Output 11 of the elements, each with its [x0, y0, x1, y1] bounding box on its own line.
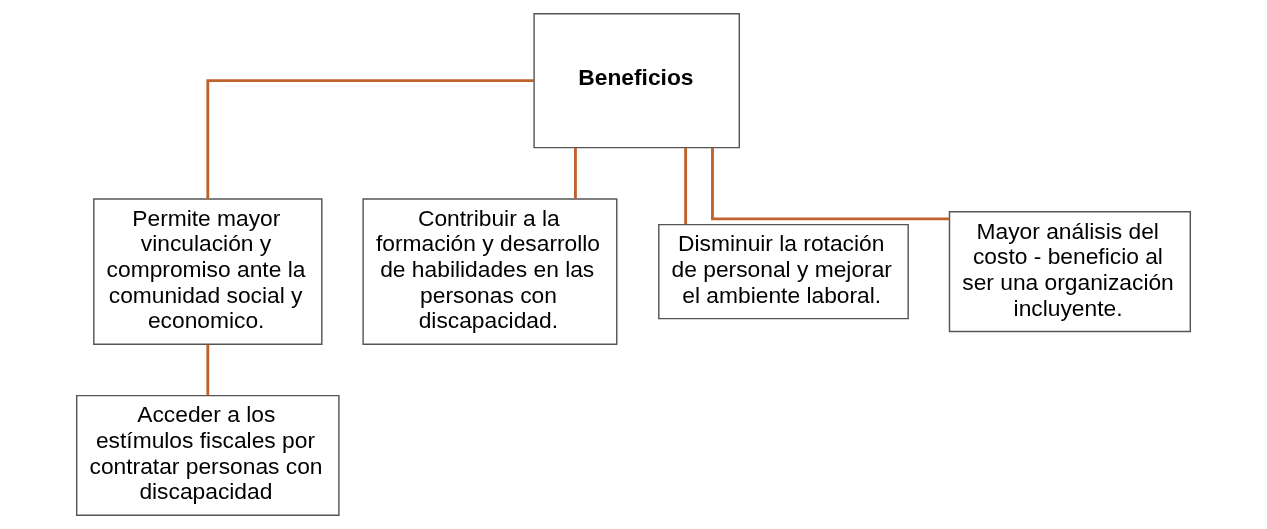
connector [206, 79, 534, 199]
connector [206, 344, 210, 396]
node-box: Contribuir a la formación y desarrollo de habilidades en las personas con discapacidad. [362, 198, 618, 345]
connector [574, 148, 577, 199]
node-box: Permite mayor vinculación y compromiso ante la comunidad social y economico. [93, 198, 323, 345]
connector [684, 148, 688, 225]
connector [711, 147, 950, 221]
node-box: Acceder a los estímulos fiscales por contratar personas con discapacidad [76, 394, 340, 516]
node-box: Beneficios [533, 13, 740, 149]
node-box: Disminuir la rotación de personal y mejorar el ambiente laboral. [658, 223, 909, 320]
node-box: Mayor análisis del costo - beneficio al ser una organización incluyente. [948, 211, 1191, 333]
